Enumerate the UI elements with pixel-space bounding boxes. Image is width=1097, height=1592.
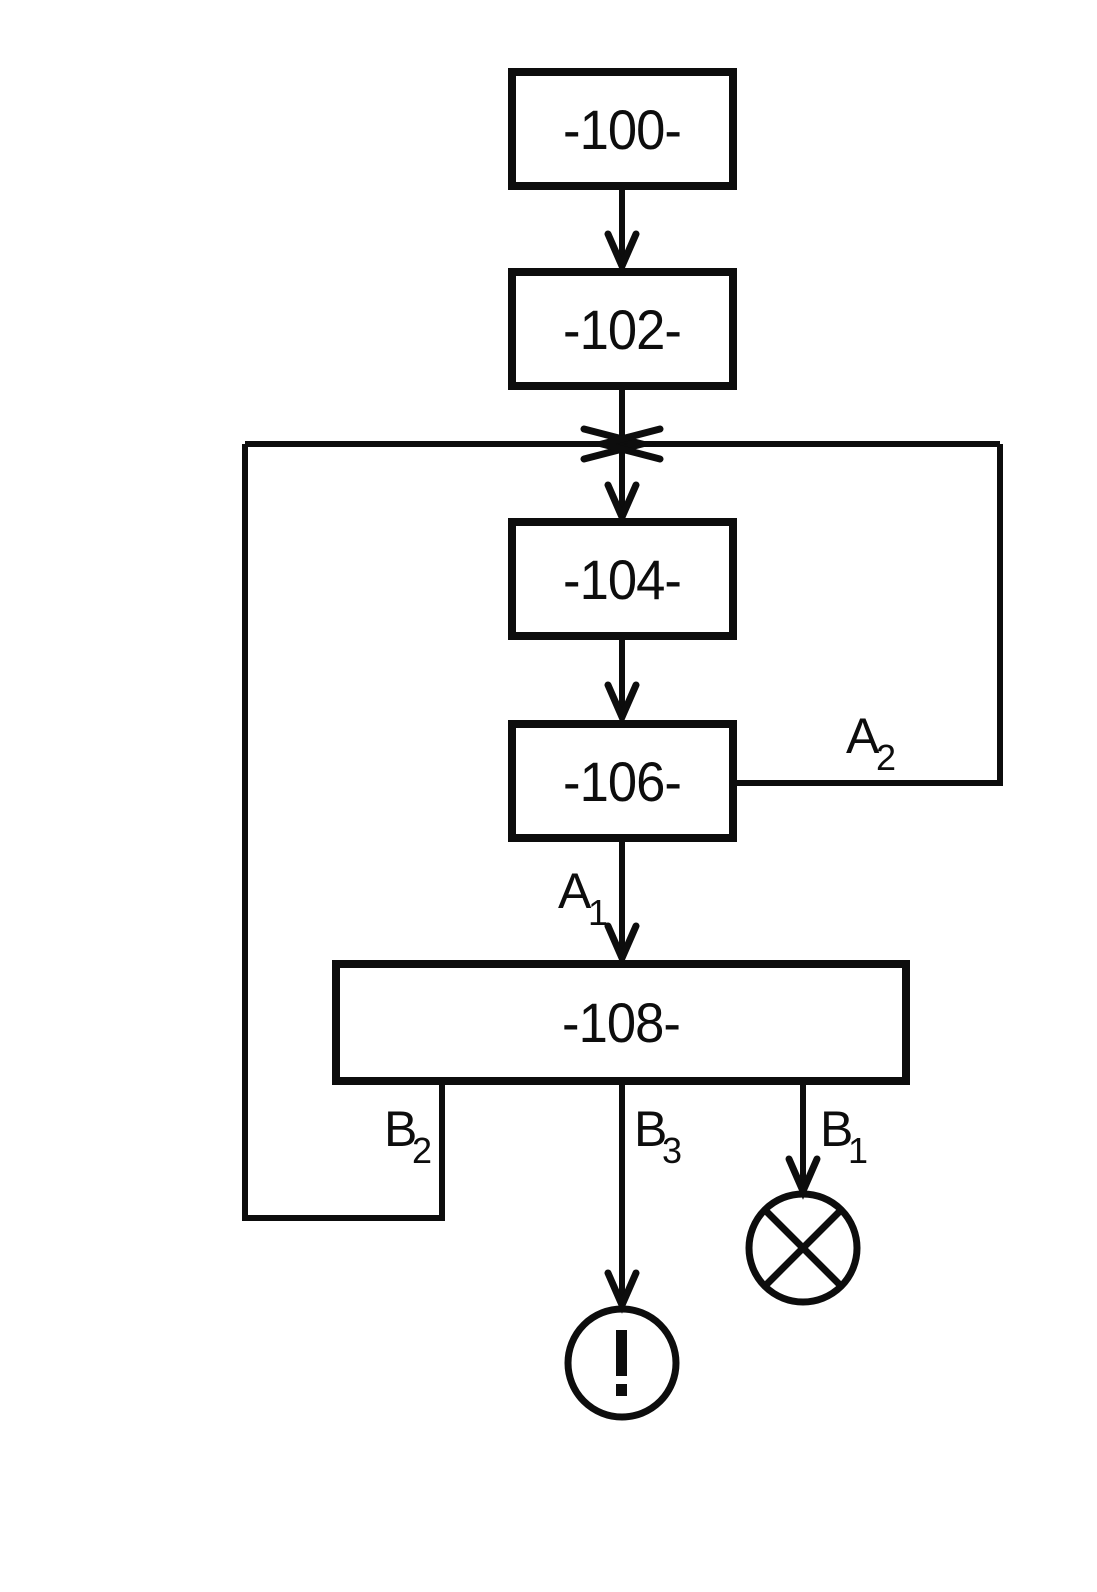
arrowheads (580, 230, 821, 1314)
edge-labels: A 1 A 2 B 2 B 3 B 1 (384, 708, 896, 1171)
label-b2-sub: 2 (412, 1130, 432, 1171)
terminal-symbols (564, 1190, 861, 1421)
box-100-label: -100- (563, 98, 681, 161)
lamp-cross-line-2 (763, 1208, 843, 1288)
arrowhead-junction-leftward (588, 425, 664, 463)
process-boxes (332, 68, 910, 1085)
lamp-circle (745, 1190, 861, 1306)
exclamation-circle-icon (564, 1305, 680, 1421)
edge-b2-loop (242, 444, 445, 1221)
arrowhead-junction-rightward (580, 425, 656, 463)
label-a2-base: A (846, 708, 880, 764)
arrowhead-into-104 (604, 481, 640, 526)
arrowhead-into-alert (604, 1269, 640, 1314)
flow-box-108 (332, 960, 910, 1085)
arrowhead-into-102 (604, 230, 640, 275)
arrowhead-into-108 (604, 922, 640, 967)
box-106-label: -106- (563, 750, 681, 813)
label-a1-sub: 1 (588, 892, 608, 933)
label-b3-base: B (634, 1101, 667, 1157)
box-labels: -100- -102- -104- -106- -108- (562, 98, 682, 1054)
label-b1-sub: 1 (848, 1130, 868, 1171)
crossed-circle-icon (745, 1190, 861, 1306)
connectors (242, 190, 1003, 1301)
alert-circle (564, 1305, 680, 1421)
label-a1-base: A (558, 863, 592, 919)
exclamation-bar (616, 1330, 627, 1376)
label-b3-sub: 3 (662, 1130, 682, 1171)
label-b2-base: B (384, 1101, 417, 1157)
flow-box-106 (508, 720, 737, 842)
arrowhead-into-106 (604, 681, 640, 726)
flow-box-104 (508, 518, 737, 640)
label-a2-sub: 2 (876, 737, 896, 778)
edge-a2-loop (737, 444, 1003, 786)
box-108-label: -108- (562, 991, 680, 1054)
exclamation-dot (616, 1384, 627, 1396)
box-104-label: -104- (563, 548, 681, 611)
box-102-label: -102- (563, 298, 681, 361)
flow-box-102 (508, 268, 737, 390)
flow-box-100 (508, 68, 737, 190)
label-b1-base: B (820, 1101, 853, 1157)
